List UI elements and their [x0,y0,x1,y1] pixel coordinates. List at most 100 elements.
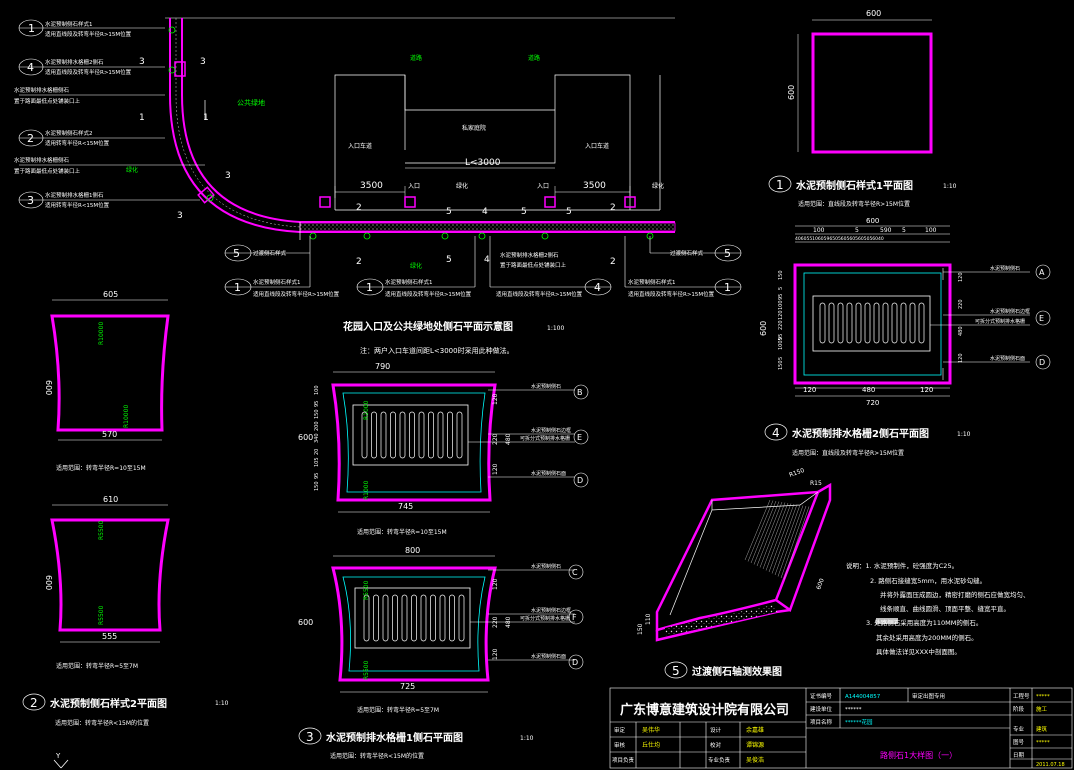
tb-right-label-1: 阶段 [1013,705,1025,713]
detail4-dim-b1: 480 [862,386,875,394]
detail2-b-range: 适用范围：转弯半径R=5至7M [56,662,138,670]
detail4-dim-b2: 120 [920,386,933,394]
tb-row-value-5: 吴俊浩 [746,756,764,764]
detail3-b-bot: 725 [400,682,415,691]
plan-label-entry-car2: 入口车道 [585,142,609,150]
note-line-1: 2. 路侧石接缝宽5mm，用水泥砂勾缝。 [870,576,986,585]
plan-num-4b: 4 [484,255,490,265]
detail5-block [655,490,820,632]
detail2-b-h: 600 [44,575,53,590]
detail4-note-1: 水泥预制侧石边框 [990,308,1030,315]
detail2-a-r2: R10000 [123,405,130,428]
tiny-dim-label: 480 [958,326,964,336]
detail4-grate-frame [812,295,931,352]
axon-curve-line [747,500,774,562]
callout-b-4-line2: 置于路面最低点处铺装口上 [500,261,567,269]
tb-cert-value: A144004857 [845,694,881,700]
tiny-dim-label: 150 [314,409,320,419]
detail4-dim-r1-3: 5 [902,227,906,234]
detail3-a-note-2: 可拆分式预制排水格栅 [520,435,570,442]
grate-slot [828,302,835,344]
callout-b-6-line1: 过渡侧石样式 [670,249,704,257]
plan-label-entry2: 入口 [537,183,549,190]
tiny-dim-label: 100 [778,300,784,310]
callout-l-4-line2: 适用转弯半径R<15M位置 [45,139,110,147]
tb-row-label-1: 审核 [614,741,626,749]
detail3-b-block [331,566,497,682]
tb-row-label-0: 审定 [614,726,626,734]
grate-slot [456,411,463,459]
detail4-note-0: 水泥预制侧石 [990,265,1020,272]
detail3-b-top: 800 [405,546,420,555]
detail3-a-range: 适用范围：转弯半径R=10至15M [357,528,447,536]
detail3-side-7: 120 [492,648,499,660]
title-block: 广东博意建筑设计院有限公司 证书编号 A144004857 审定出图专用 建设单… [609,687,1073,769]
general-notes: 说明：1. 水泥预制件，砼强度为C25。 2. 路侧石接缝宽5mm，用水泥砂勾缝… [846,561,1030,656]
callout-l-5-line1: 水泥预制排水格栅侧石 [14,156,70,164]
detail2-a-range: 适用范围：转弯半径R=10至15M [56,464,146,472]
tb-sheet-label: 项目名称 [810,718,833,726]
plan-num-3b: 3 [200,57,206,67]
tiny-dim-label: 340 [314,433,320,443]
callout-b-num-1a: 1 [234,281,241,294]
callout-b-num-1c: 1 [724,281,731,294]
detail4-dim-b-total: 720 [866,399,879,407]
detail4-num: 4 [772,426,780,440]
grate-slot [373,594,379,642]
detail4-title: 水泥预制排水格栅2侧石平面图 [791,427,929,440]
tb-row-label-2: 项目负责 [612,756,635,764]
axon-curve-line [777,505,804,577]
callout-b-4-line3: 适用直线段及转弯半径R>15M位置 [496,290,583,298]
detail3-b-note-2: 可拆分式预制排水格栅 [520,615,570,622]
detail-4: 600 100 5 590 5 100 40605510605965056056… [759,217,1051,457]
tiny-dim-label: 20 [314,449,320,455]
detail4-note-3: 水泥预制侧石面 [990,355,1025,362]
detail5-dim-r150: R150 [788,467,805,479]
detail2-b-top: 610 [103,495,118,504]
tb-right-value-3: ***** [1036,740,1050,746]
tb-sheet-value: ******花园 [845,718,873,726]
detail3-marker-4: F [572,613,577,622]
callout-b-1-line1: 过渡侧石样式 [253,249,287,257]
grate-slot [401,594,408,642]
tiny-dim-label: 200 [314,421,320,431]
detail1-title: 水泥预制侧石样式1平面图 [795,179,913,192]
tb-right-label-4: 日期 [1013,752,1025,759]
axon-curve-line [783,506,810,580]
tb-row-value-0: 吴伟华 [642,726,660,734]
tiny-dim-label: 150 [778,270,784,280]
detail4-dim-r1-2: 590 [880,227,892,234]
plan-callouts-bottom: 5 过渡侧石样式 1 水泥预制侧石样式1 适用直线段及转弯半径R>15M位置 1… [224,236,742,298]
detail3-b-r1: R5500 [363,660,370,680]
callout-b-num-5b: 5 [724,247,731,260]
tiny-dim-label: 5 [778,357,784,360]
callout-b-num-4: 4 [594,281,601,294]
tb-row-label-5: 专业负责 [708,756,731,764]
detail2-b-r1: R5500 [98,520,105,540]
plan-label-green: 绿化 [456,182,468,190]
detail4-dim-top: 600 [866,217,879,225]
detail3-num: 3 [306,730,314,744]
plan-num-5b: 5 [446,255,452,265]
axon-curve-line [765,503,792,571]
callout-l-3-line2: 置于路面最低点处铺装口上 [14,97,81,105]
detail2-a-r1: R10000 [98,322,105,345]
detail2-b-bot: 555 [102,632,117,641]
axon-curve-line [759,502,786,568]
axon-curve-line [756,501,783,567]
detail2-b-r2: R5500 [98,605,105,625]
detail3-side-4: 120 [492,578,499,590]
callout-l-3-line1: 水泥预制排水格栅侧石 [14,86,70,94]
detail2-range: 适用范围：转弯半径R<15M的位置 [55,719,149,727]
detail2-a-top: 605 [103,290,118,299]
plan-callouts-left: 1 水泥预制侧石样式1 适用直线段及转弯半径R>15M位置 4 水泥预制排水格栅… [14,19,205,209]
tb-right-label-0: 工程号 [1013,692,1030,700]
plan-num-3d: 3 [177,211,183,221]
tb-row-label-4: 校对 [710,741,722,749]
detail3-scale: 1:10 [520,735,534,742]
grate-slot [382,594,389,642]
axon-curve-line [750,500,777,564]
detail3-a-note-1: 水泥预制侧石边框 [531,427,571,434]
detail2-scale: 1:10 [215,700,229,707]
detail1-scale: 1:10 [943,183,957,190]
